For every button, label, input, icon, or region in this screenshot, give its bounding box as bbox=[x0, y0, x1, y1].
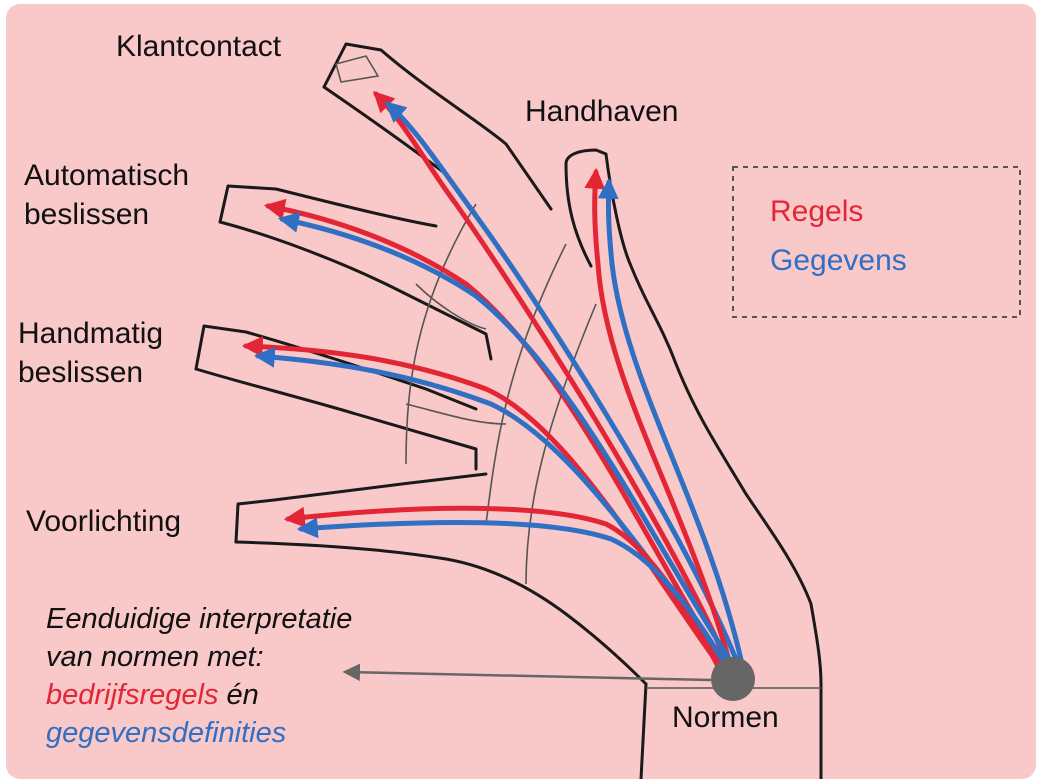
label-voorlichting: Voorlichting bbox=[26, 505, 181, 538]
note-line1: Eenduidige interpretatie bbox=[46, 603, 352, 635]
label-handmatig-line2: beslissen bbox=[18, 356, 143, 389]
legend-rules-label: Regels bbox=[770, 195, 863, 228]
normen-dot bbox=[711, 657, 755, 701]
note-rules-term: bedrijfsregels bbox=[46, 679, 218, 711]
label-automatisch-line2: beslissen bbox=[24, 198, 149, 231]
rules-arrow-automatisch bbox=[268, 206, 726, 669]
note-line2: van normen met: bbox=[46, 641, 264, 673]
label-handmatig-line1: Handmatig bbox=[18, 317, 163, 350]
hand-diagram: Regels Gegevens Klantcontact Handhaven A… bbox=[6, 4, 1036, 779]
label-normen: Normen bbox=[672, 701, 779, 734]
label-automatisch-line1: Automatisch bbox=[24, 159, 189, 192]
rules-arrow-voorlichting bbox=[288, 508, 722, 674]
note-conjunction: én bbox=[218, 679, 258, 711]
note-line3: bedrijfsregels én bbox=[46, 679, 259, 711]
note-data-term: gegevensdefinities bbox=[46, 717, 286, 749]
flow-lines bbox=[246, 94, 742, 676]
rules-arrow-handhaven bbox=[595, 172, 730, 664]
note-pointer-arrow bbox=[346, 672, 711, 680]
legend-box bbox=[733, 167, 1020, 317]
legend-data-label: Gegevens bbox=[770, 244, 907, 277]
label-klantcontact: Klantcontact bbox=[116, 30, 282, 63]
diagram-canvas: Regels Gegevens Klantcontact Handhaven A… bbox=[6, 4, 1036, 779]
label-handhaven: Handhaven bbox=[525, 95, 678, 128]
